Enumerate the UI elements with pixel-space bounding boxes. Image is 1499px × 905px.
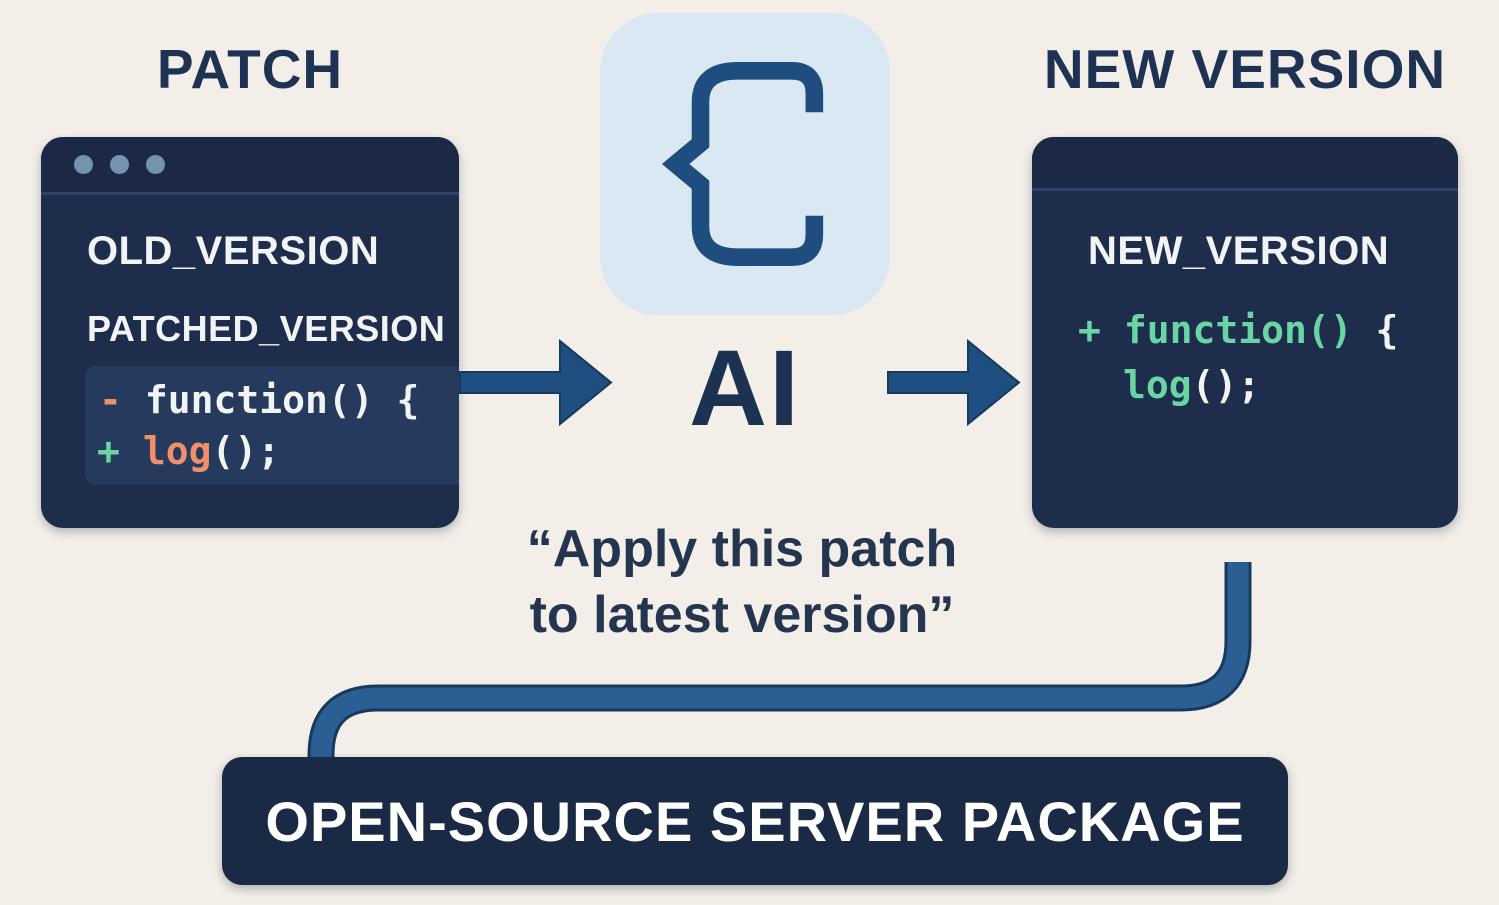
quote-line-2: to latest version”	[529, 586, 955, 644]
traffic-light-dots	[74, 155, 165, 174]
ai-prompt-quote: “Apply this patch to latest version”	[442, 516, 1042, 648]
patched-version-label: PATCHED_VERSION	[87, 308, 446, 349]
patch-heading: PATCH	[156, 38, 344, 100]
removed-code: function() {	[144, 378, 420, 422]
patch-window-titlebar	[41, 137, 459, 195]
tail-token: ();	[1191, 363, 1261, 407]
ai-icon-card	[600, 13, 890, 315]
window-dot-icon	[146, 155, 165, 174]
arrow-right-icon-right	[887, 338, 1021, 427]
added-tail: ();	[211, 429, 281, 473]
window-dot-icon	[74, 155, 93, 174]
new-code-line-1: + function() {	[1078, 311, 1398, 349]
log-token: log	[1123, 363, 1192, 407]
plus-marker: +	[1078, 308, 1101, 352]
package-label: OPEN-SOURCE SERVER PACKAGE	[265, 789, 1245, 853]
diff-line-removed: -function() {	[99, 381, 419, 419]
new-version-label: NEW_VERSION	[1088, 229, 1390, 273]
new-version-heading: NEW VERSION	[1043, 38, 1447, 100]
ai-label: AI	[689, 327, 801, 448]
function-token: function()	[1123, 308, 1353, 352]
plus-marker: +	[97, 429, 120, 473]
diff-line-added: + log();	[97, 432, 280, 470]
added-fn: log	[142, 429, 212, 473]
brace-token: {	[1352, 308, 1399, 352]
package-box: OPEN-SOURCE SERVER PACKAGE	[222, 757, 1288, 885]
new-version-window-titlebar	[1032, 137, 1458, 191]
curly-brace-logo-icon	[661, 62, 824, 266]
arrow-right-icon-left	[459, 338, 613, 427]
patch-window: OLD_VERSION PATCHED_VERSION -function() …	[41, 137, 459, 528]
minus-marker: -	[99, 378, 122, 422]
new-version-window: NEW_VERSION + function() { log();	[1032, 137, 1458, 528]
diff-panel: -function() { + log();	[85, 366, 459, 485]
window-dot-icon	[110, 155, 129, 174]
quote-line-1: “Apply this patch	[526, 520, 958, 578]
old-version-label: OLD_VERSION	[87, 229, 380, 273]
new-code-line-2: log();	[1123, 366, 1260, 404]
